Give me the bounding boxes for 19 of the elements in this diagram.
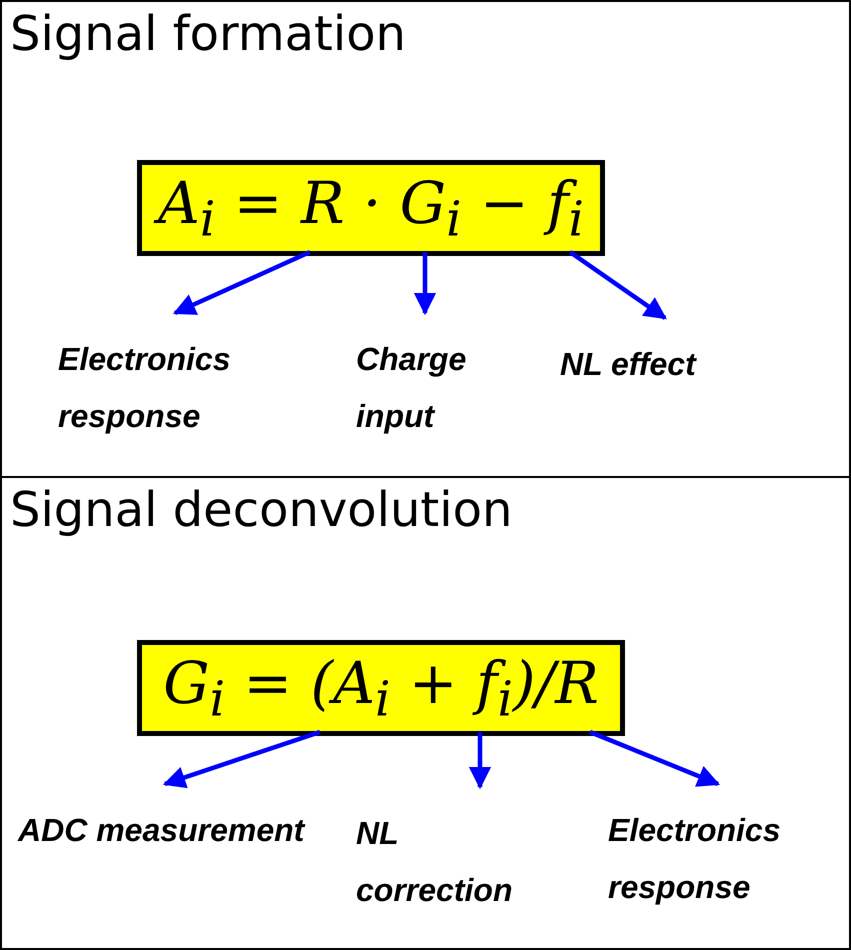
annotation-text: Electronics response bbox=[58, 340, 232, 436]
section-heading: Signal formation bbox=[10, 6, 406, 62]
panel bbox=[0, 476, 851, 950]
arrow bbox=[414, 252, 436, 316]
equation-box bbox=[137, 640, 625, 736]
arrow bbox=[589, 730, 720, 787]
annotation-text: Electronics response bbox=[608, 811, 782, 907]
arrow bbox=[162, 730, 321, 788]
equation: G$_{i}$ = (A$_{i}$ + f$_{i}$)/R bbox=[163, 648, 599, 728]
panel bbox=[0, 0, 851, 478]
annotation-text: Charge input bbox=[356, 340, 468, 436]
arrow bbox=[568, 250, 667, 320]
arrow bbox=[468, 732, 492, 790]
annotation-text: NL effect bbox=[560, 345, 698, 384]
equation-box bbox=[137, 160, 605, 256]
annotation-text: NL correction bbox=[356, 814, 514, 910]
annotation-text: ADC measurement bbox=[18, 811, 306, 850]
section-heading: Signal deconvolution bbox=[10, 482, 512, 538]
arrow bbox=[172, 250, 311, 316]
